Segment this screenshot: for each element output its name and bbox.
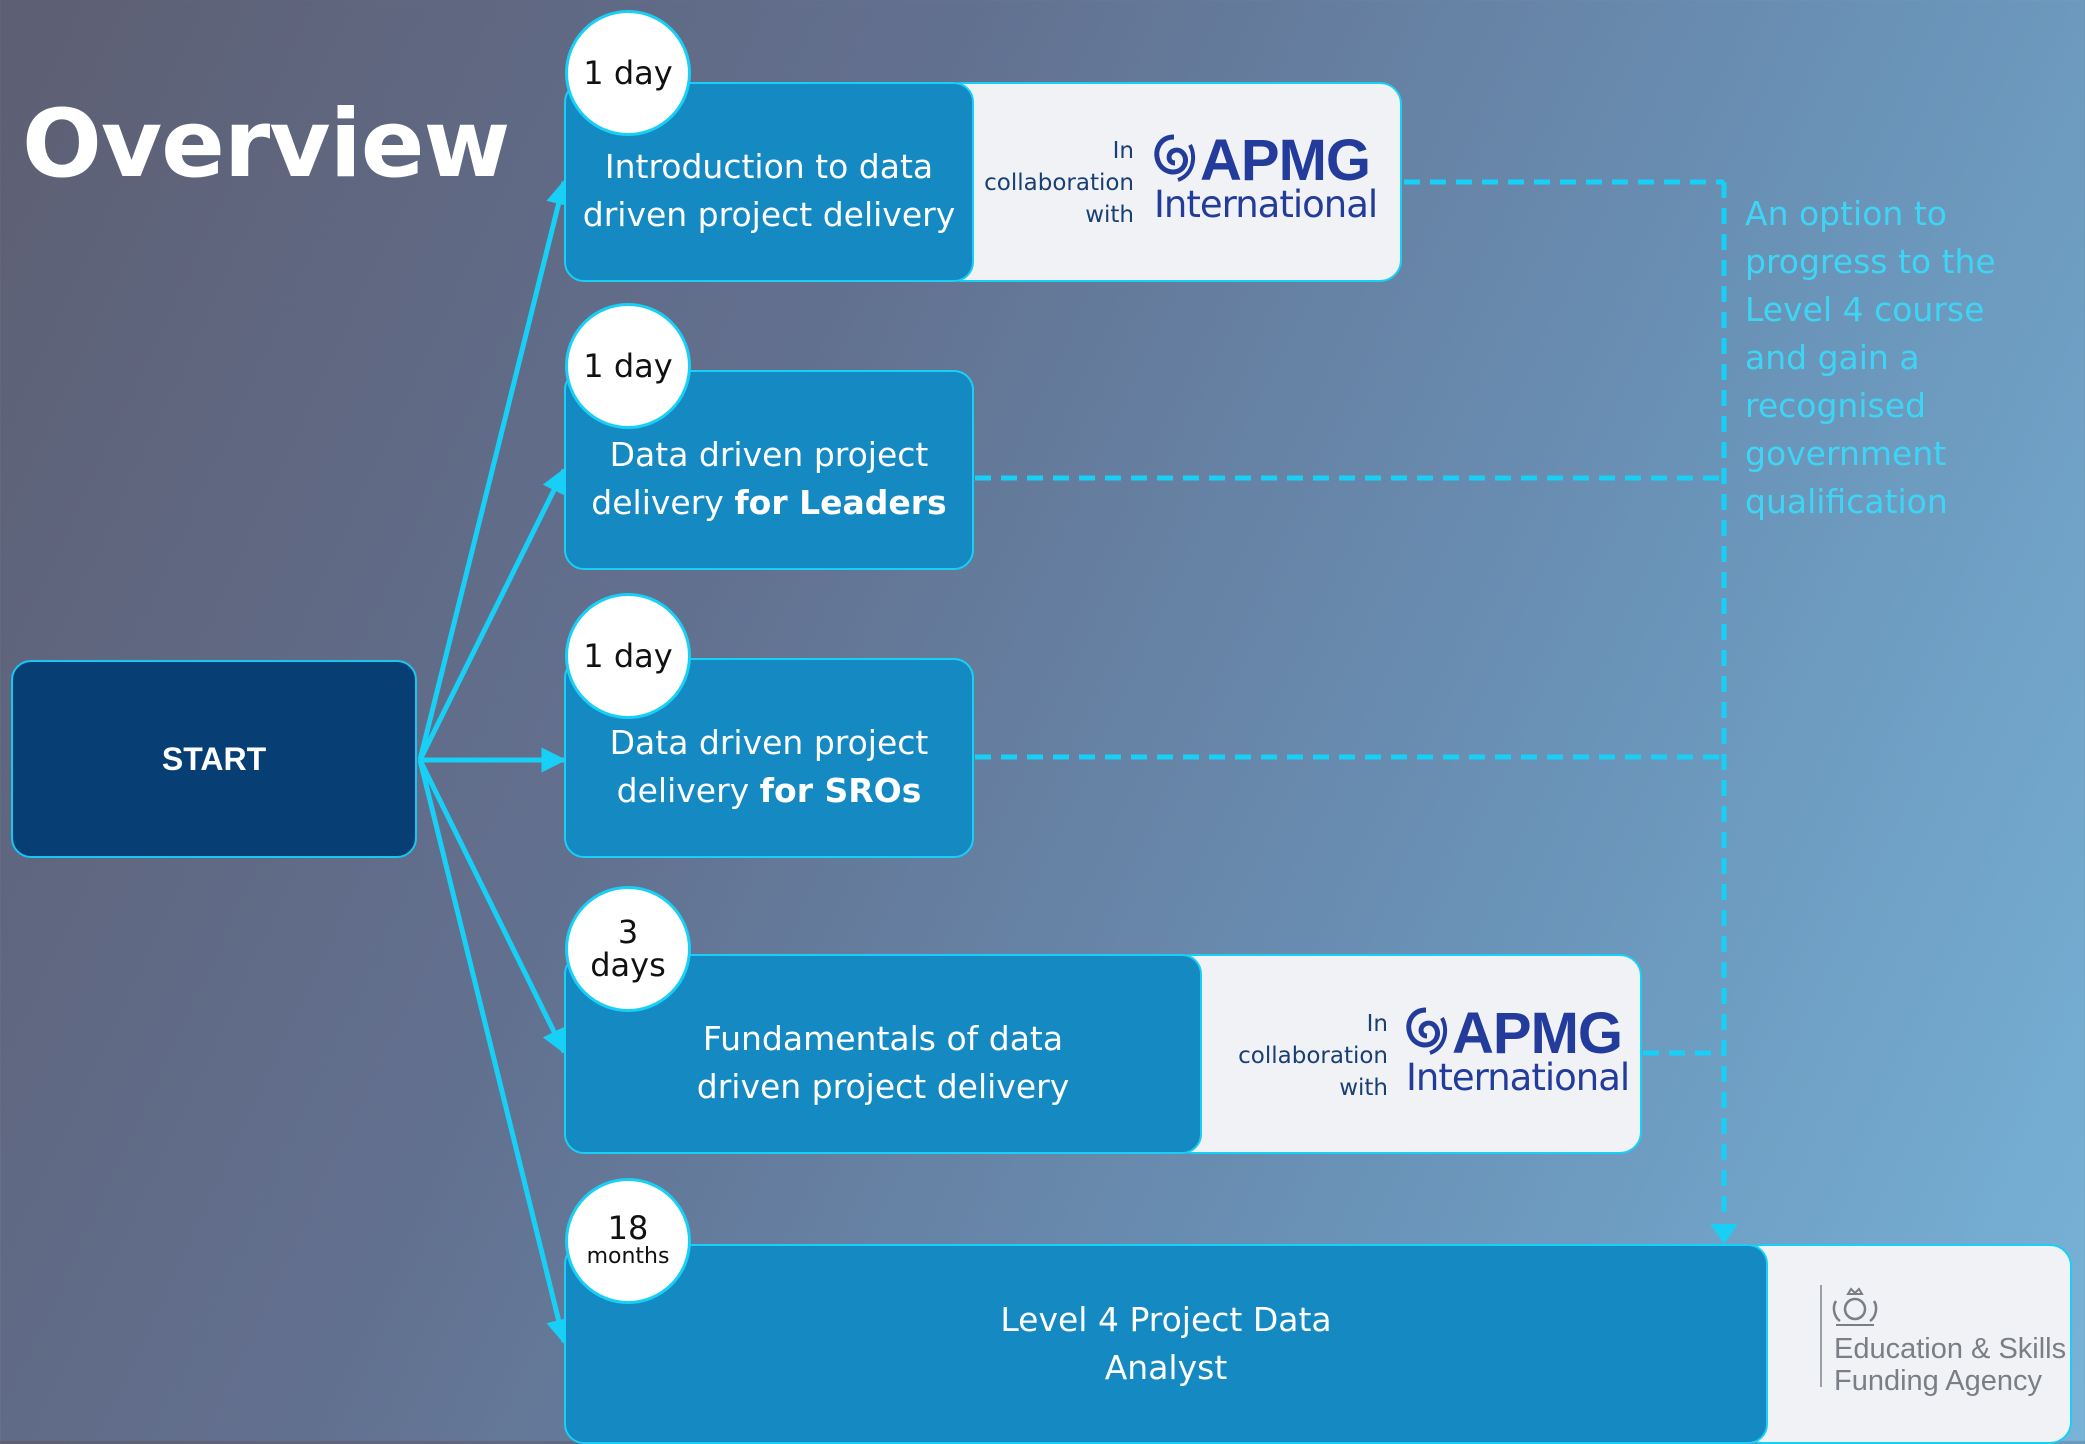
- esfa-label: Education & Skills Funding Agency: [1834, 1333, 2067, 1397]
- esfa-partner-panel: [1740, 1244, 2072, 1444]
- apmg-subtitle: International: [1406, 1056, 1630, 1099]
- arrow-to-leaders: [417, 467, 567, 762]
- duration-badge-leaders: 1 day: [565, 303, 691, 429]
- apmg-subtitle: International: [1154, 183, 1378, 226]
- course-title-sros: Data driven project delivery for SROs: [609, 723, 929, 810]
- collaboration-label: In collaboration with: [984, 138, 1134, 228]
- esfa-divider: [1820, 1285, 1822, 1387]
- apmg-swirl-icon: [1406, 1007, 1448, 1055]
- course-title-level4: Level 4 Project Data Analyst: [1000, 1300, 1332, 1387]
- duration-badge-fundamentals: 3 days: [565, 886, 691, 1012]
- apmg-swirl-icon: [1154, 134, 1196, 182]
- arrow-to-level4: [417, 759, 571, 1345]
- course-title-leaders: Data driven project delivery for Leaders: [591, 435, 947, 522]
- trunk-arrowhead: [1710, 1224, 1738, 1244]
- arrow-to-fundamentals: [417, 758, 567, 1055]
- duration-badge-level4: 18 months: [565, 1178, 691, 1304]
- duration-badge-introduction: 1 day: [565, 10, 691, 136]
- royal-crest-icon: [1832, 1287, 1878, 1326]
- apmg-wordmark: APMG: [1452, 1001, 1623, 1066]
- start-node[interactable]: START: [11, 660, 417, 858]
- duration-badge-sros: 1 day: [565, 593, 691, 719]
- page-title: Overview: [22, 90, 510, 199]
- course-card-level4[interactable]: Level 4 Project Data Analyst: [564, 1244, 1768, 1444]
- progression-note: An option to progress to the Level 4 cou…: [1745, 194, 1996, 521]
- collaboration-label: In collaboration with: [1238, 1011, 1388, 1101]
- apmg-partner-panel: [940, 82, 1402, 282]
- start-label: START: [161, 740, 267, 777]
- apmg-partner-panel: [1170, 954, 1642, 1154]
- arrow-to-introduction: [417, 179, 571, 761]
- course-title-introduction: Introduction to data driven project deli…: [582, 147, 956, 234]
- apmg-wordmark: APMG: [1200, 128, 1371, 193]
- course-card-introduction[interactable]: Introduction to data driven project deli…: [564, 82, 974, 282]
- course-title-fundamentals: Fundamentals of data driven project deli…: [696, 1019, 1070, 1106]
